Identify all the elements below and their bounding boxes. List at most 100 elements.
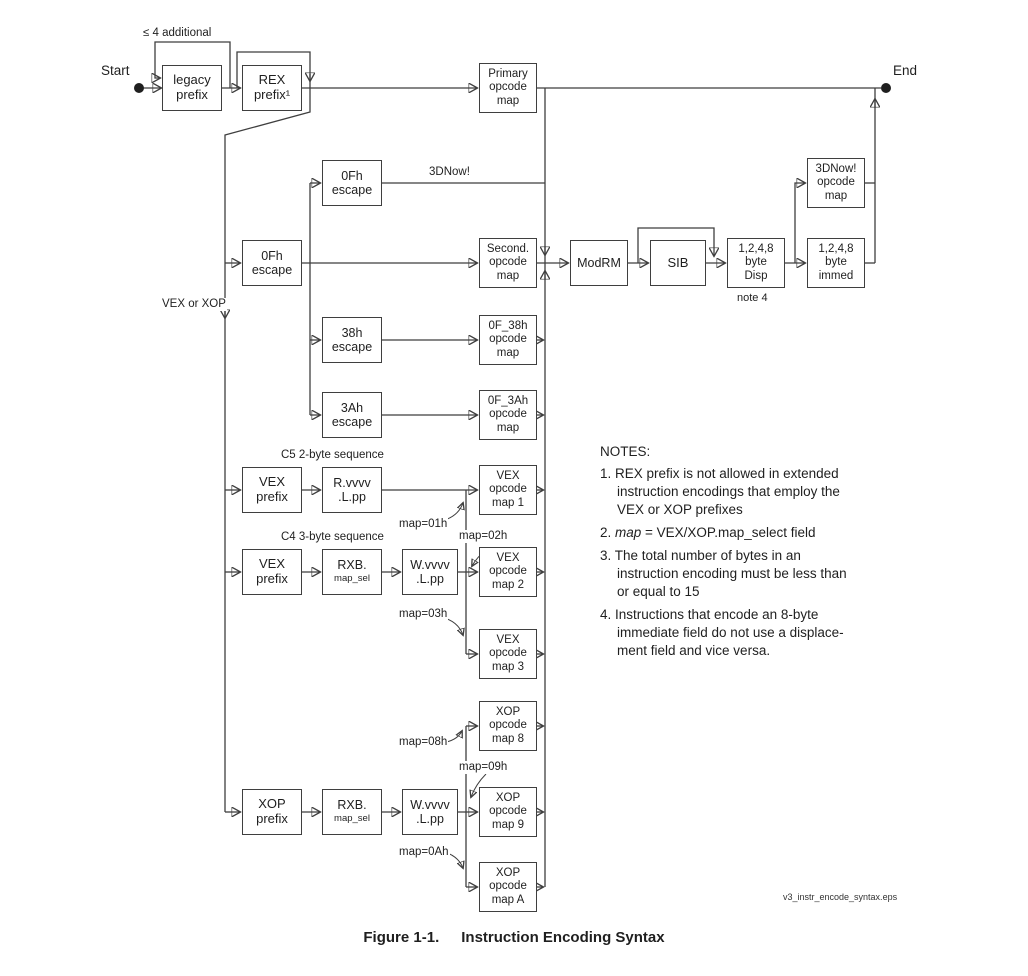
- box-label: REX prefix¹: [253, 72, 291, 102]
- box-vex-prefix-c5: VEX prefix: [242, 467, 302, 513]
- box-label: VEX opcode map 3: [489, 634, 527, 673]
- box-label: 0F_38h opcode map: [488, 320, 528, 359]
- note-line: VEX or XOP prefixes: [617, 502, 743, 517]
- box-immediate: 1,2,4,8 byte immed: [807, 238, 865, 288]
- start-terminal-dot: [134, 83, 144, 93]
- box-0f38h-opcode-map: 0F_38h opcode map: [479, 315, 537, 365]
- box-label: XOP prefix: [256, 796, 288, 826]
- box-label: W.vvvv .L.pp: [410, 797, 450, 826]
- eps-filename: v3_instr_encode_syntax.eps: [783, 892, 898, 902]
- map09-label: map=09h: [458, 761, 509, 774]
- figure-caption: Figure 1-1. Instruction Encoding Syntax: [0, 929, 1028, 946]
- box-label-line1: RXB.: [337, 798, 367, 813]
- box-label: 1,2,4,8 byte Disp: [738, 243, 774, 282]
- box-label: XOP opcode map 9: [489, 792, 527, 831]
- box-0f3ah-opcode-map: 0F_3Ah opcode map: [479, 390, 537, 440]
- c4-sequence-label: C4 3-byte sequence: [280, 531, 385, 544]
- terminals: [134, 83, 891, 93]
- box-3ah-escape: 3Ah escape: [322, 392, 382, 438]
- end-label: End: [893, 63, 918, 78]
- figure-caption-number: Figure 1-1.: [363, 929, 440, 946]
- box-label: R.vvvv .L.pp: [333, 475, 371, 504]
- start-label: Start: [101, 63, 130, 78]
- map03-label: map=03h: [398, 608, 449, 621]
- note-line: or equal to 15: [617, 584, 700, 599]
- box-label: 0Fh escape: [251, 248, 293, 277]
- box-xop-opcode-map-8: XOP opcode map 8: [479, 701, 537, 751]
- vex-or-xop-label: VEX or XOP: [161, 298, 227, 311]
- box-label: ModRM: [577, 255, 621, 270]
- box-label-line2: map_sel: [334, 813, 370, 825]
- box-label: 38h escape: [331, 325, 373, 354]
- box-label: Second. opcode map: [486, 243, 530, 282]
- box-38h-escape: 38h escape: [322, 317, 382, 363]
- box-0fh-escape: 0Fh escape: [242, 240, 302, 286]
- map01-label: map=01h: [398, 518, 449, 531]
- box-rxb-mapsel-xop: RXB. map_sel: [322, 789, 382, 835]
- box-xop-opcode-map-a: XOP opcode map A: [479, 862, 537, 912]
- box-legacy-prefix: legacy prefix: [162, 65, 222, 111]
- note-number: 2.: [600, 525, 616, 540]
- box-label: legacy prefix: [173, 72, 211, 102]
- note-item-4: 4. Instructions that encode an 8-byte im…: [600, 606, 900, 660]
- flow-lines: [139, 41, 881, 887]
- note-line: 4. Instructions that encode an 8-byte: [600, 607, 819, 622]
- c5-sequence-label: C5 2-byte sequence: [280, 449, 385, 462]
- box-label: VEX opcode map 1: [489, 470, 527, 509]
- box-label: 3DNow! opcode map: [815, 163, 857, 202]
- box-label: XOP opcode map A: [489, 867, 527, 906]
- box-rex-prefix: REX prefix¹: [242, 65, 302, 111]
- map08-label: map=08h: [398, 736, 449, 749]
- note-item-2: 2. map = VEX/XOP.map_select field: [600, 524, 900, 542]
- note-italic-term: map: [615, 525, 642, 540]
- box-rvvvv-lpp: R.vvvv .L.pp: [322, 467, 382, 513]
- box-3dnow-opcode-map: 3DNow! opcode map: [807, 158, 865, 208]
- note-line: 3. The total number of bytes in an: [600, 548, 801, 563]
- figure-caption-title: Instruction Encoding Syntax: [461, 929, 665, 946]
- box-primary-opcode-map: Primary opcode map: [479, 63, 537, 113]
- box-vex-opcode-map-3: VEX opcode map 3: [479, 629, 537, 679]
- notes-block: NOTES: 1. REX prefix is not allowed in e…: [600, 443, 900, 665]
- box-0fh-escape-3dnow: 0Fh escape: [322, 160, 382, 206]
- 3dnow-path-label: 3DNow!: [428, 166, 471, 179]
- note-line: 1. REX prefix is not allowed in extended: [600, 466, 839, 481]
- note-item-3: 3. The total number of bytes in an instr…: [600, 547, 900, 601]
- box-label-line1: RXB.: [337, 558, 367, 573]
- box-label: XOP opcode map 8: [489, 706, 527, 745]
- box-label: VEX opcode map 2: [489, 552, 527, 591]
- box-secondary-opcode-map: Second. opcode map: [479, 238, 537, 288]
- note-line: = VEX/XOP.map_select field: [641, 525, 816, 540]
- box-label: W.vvvv .L.pp: [410, 557, 450, 586]
- box-wvvvv-lpp-xop: W.vvvv .L.pp: [402, 789, 458, 835]
- map0a-label: map=0Ah: [398, 846, 450, 859]
- box-label: 0F_3Ah opcode map: [487, 395, 529, 434]
- box-label: Primary opcode map: [488, 68, 528, 107]
- box-label-line2: map_sel: [334, 573, 370, 585]
- box-rxb-mapsel-vex: RXB. map_sel: [322, 549, 382, 595]
- loop-count-label: ≤ 4 additional: [142, 27, 213, 40]
- box-xop-opcode-map-9: XOP opcode map 9: [479, 787, 537, 837]
- box-label: 0Fh escape: [331, 168, 373, 197]
- note4-reference-label: note 4: [736, 292, 769, 305]
- note-line: ment field and vice versa.: [617, 643, 771, 658]
- box-wvvvv-lpp-vex: W.vvvv .L.pp: [402, 549, 458, 595]
- note-line: instruction encodings that employ the: [617, 484, 840, 499]
- box-xop-prefix: XOP prefix: [242, 789, 302, 835]
- end-terminal-dot: [881, 83, 891, 93]
- box-displacement: 1,2,4,8 byte Disp: [727, 238, 785, 288]
- box-modrm: ModRM: [570, 240, 628, 286]
- box-vex-prefix-c4: VEX prefix: [242, 549, 302, 595]
- note-line: instruction encoding must be less than: [617, 566, 847, 581]
- box-vex-opcode-map-1: VEX opcode map 1: [479, 465, 537, 515]
- box-label: 3Ah escape: [331, 400, 373, 429]
- box-label: VEX prefix: [256, 556, 288, 586]
- note-item-1: 1. REX prefix is not allowed in extended…: [600, 465, 900, 519]
- box-vex-opcode-map-2: VEX opcode map 2: [479, 547, 537, 597]
- note-line: immediate field do not use a displace-: [617, 625, 844, 640]
- box-sib: SIB: [650, 240, 706, 286]
- notes-title: NOTES:: [600, 444, 651, 459]
- box-label: SIB: [667, 254, 689, 270]
- box-label: VEX prefix: [256, 474, 288, 504]
